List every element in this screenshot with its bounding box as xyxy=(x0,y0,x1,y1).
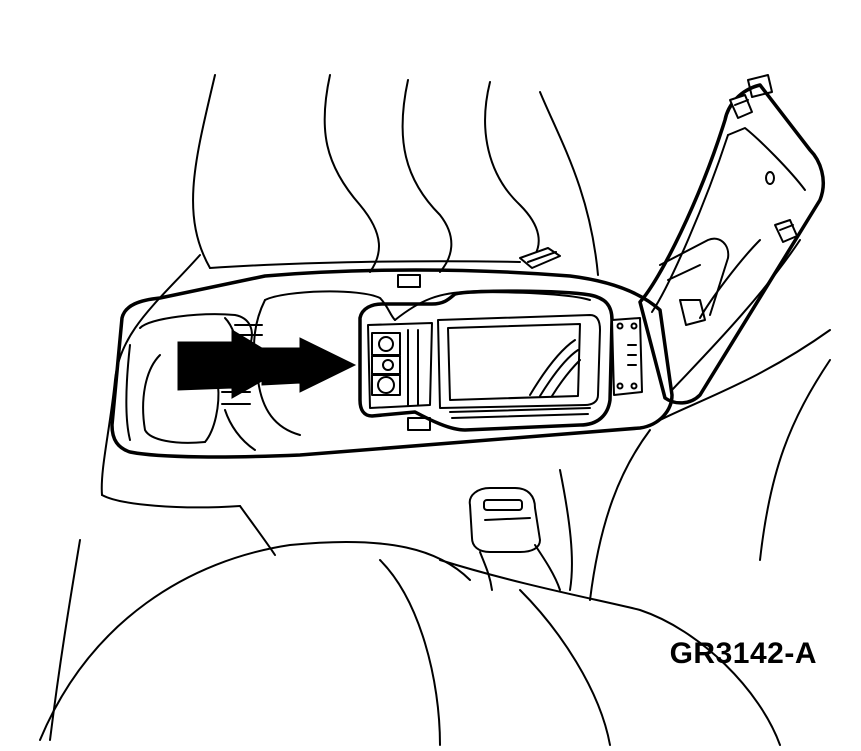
lid-hinge xyxy=(611,317,643,396)
figure-code-label: GR3142-A xyxy=(669,637,817,670)
right-panel xyxy=(559,329,831,601)
pointer-arrow-1 xyxy=(177,329,291,399)
left-side-panel xyxy=(49,254,241,741)
pointer-arrow-2 xyxy=(261,337,357,393)
seat-release-knob xyxy=(519,247,561,269)
console-tabs xyxy=(397,274,431,431)
pointer-arrows xyxy=(177,329,357,399)
seat-belt-buckle xyxy=(468,487,561,591)
seat-cushion xyxy=(39,505,781,746)
tray-switches xyxy=(371,332,401,396)
armrest-lid xyxy=(638,74,825,405)
console-tray xyxy=(358,289,614,432)
seat-back-folds xyxy=(192,74,599,276)
